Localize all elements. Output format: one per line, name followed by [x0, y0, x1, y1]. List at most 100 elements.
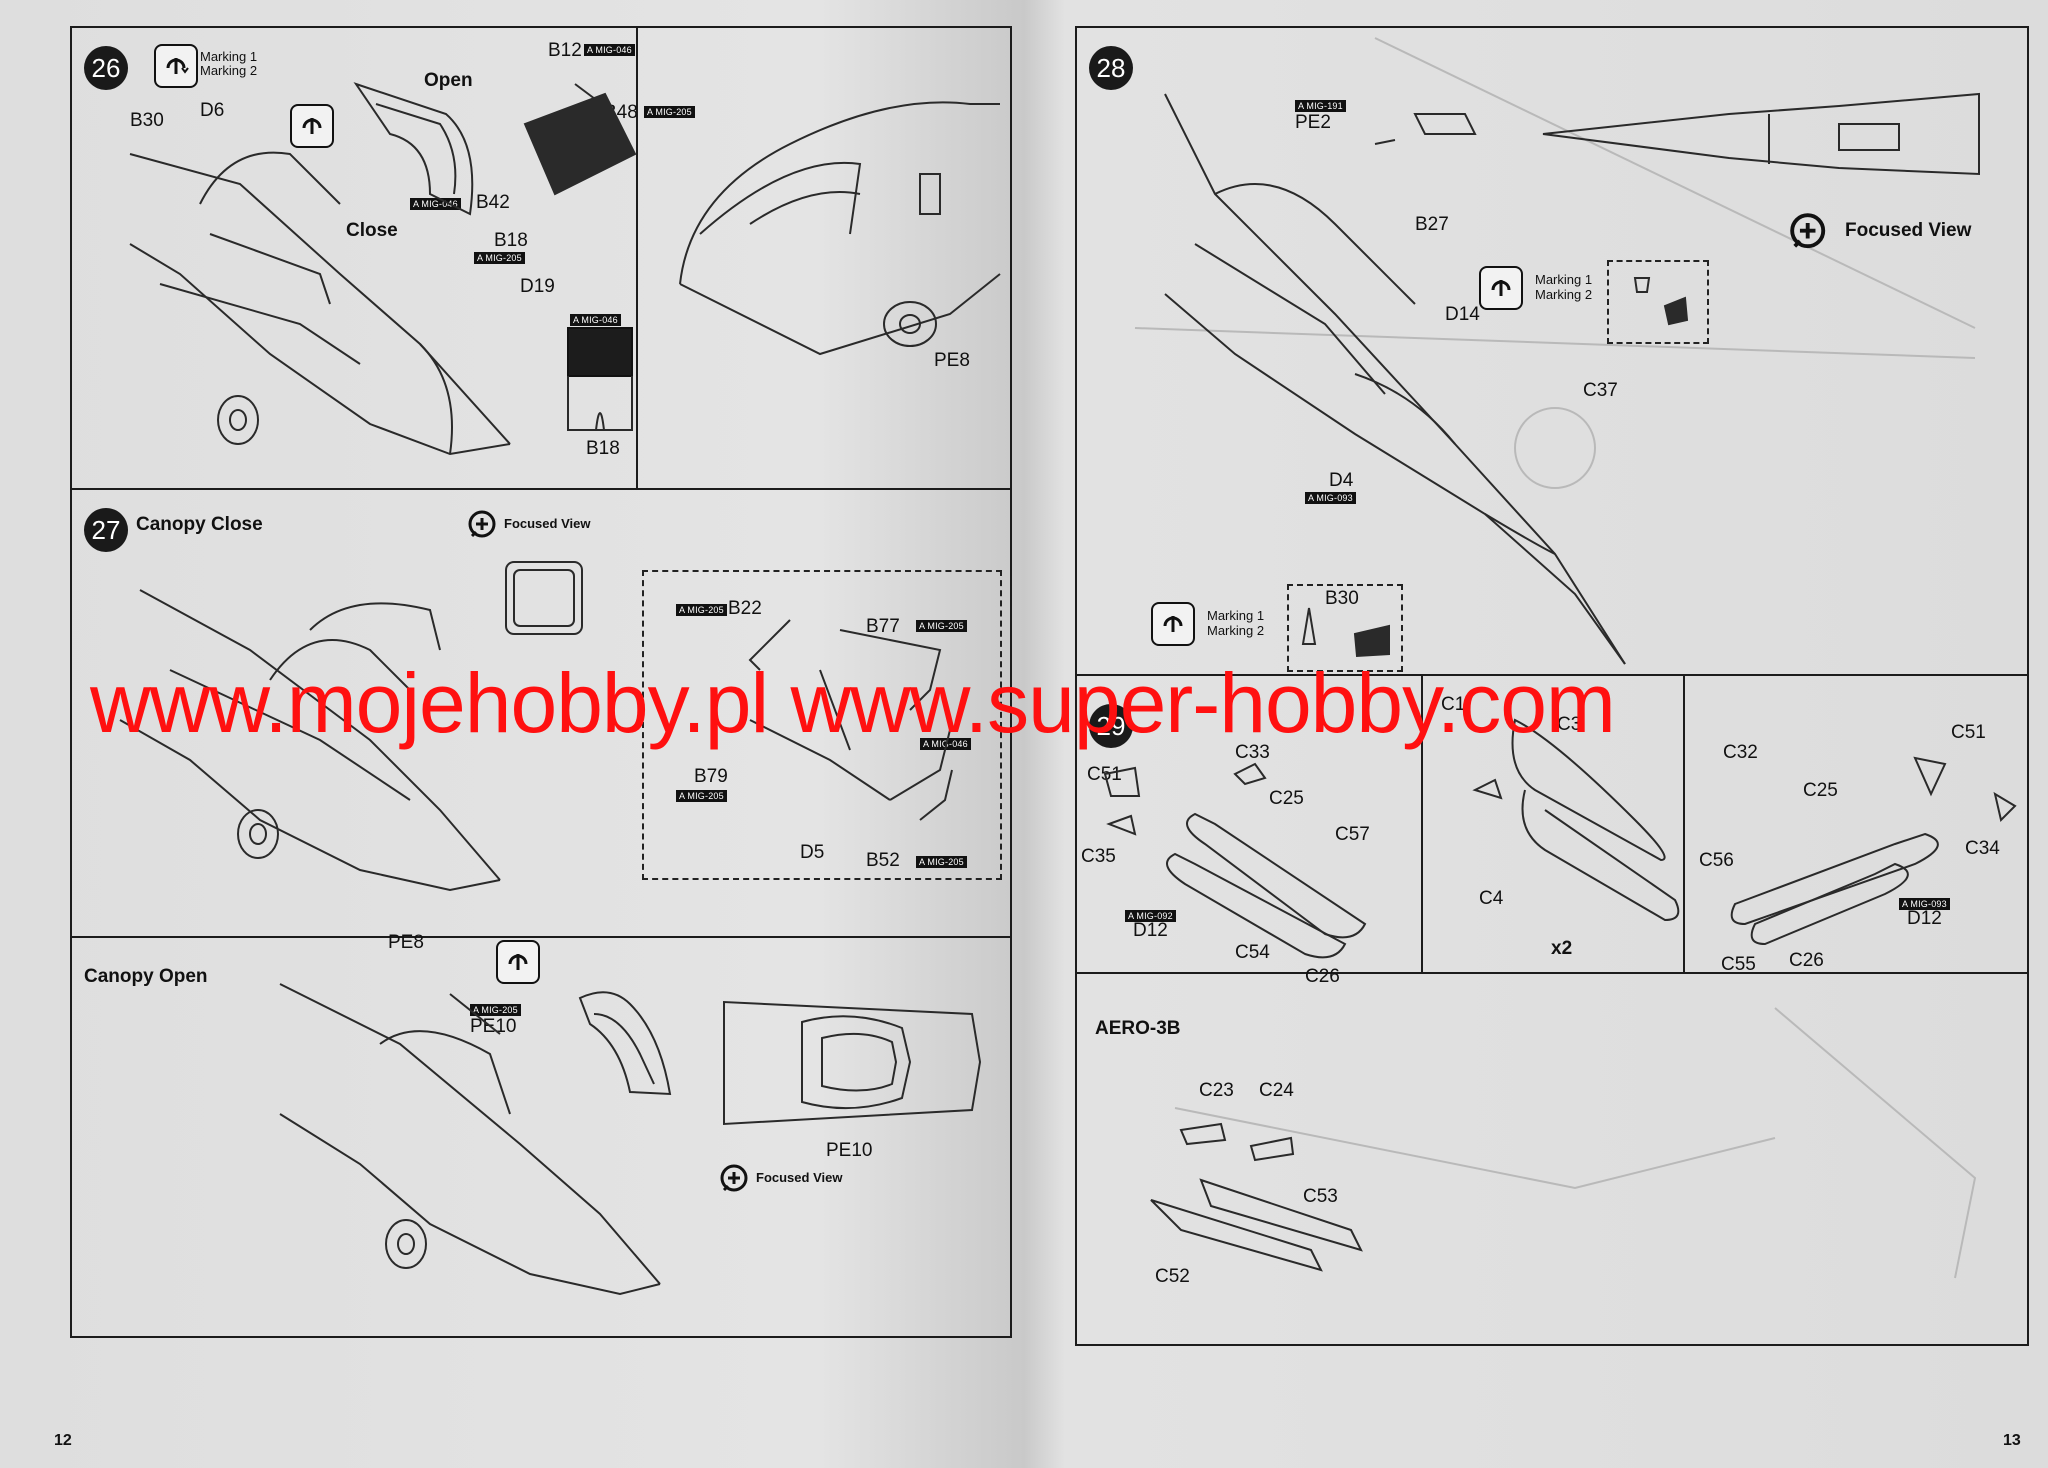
part-label: C54 [1235, 942, 1270, 963]
aero-rail-drawing [1150, 1122, 1363, 1272]
part-label: C34 [1965, 838, 2000, 859]
pitot-detail-drawing [1301, 607, 1390, 658]
part-label: B52 [866, 850, 900, 871]
part-label: D12 [1907, 908, 1942, 929]
part-label: C24 [1259, 1080, 1294, 1101]
magnifier-icon [1790, 213, 1826, 249]
step-number: 29 [1089, 704, 1133, 748]
marking-legend: Marking 1 Marking 2 [1207, 608, 1264, 638]
step-number: 28 [1089, 46, 1133, 90]
paint-tag: A MIG-205 [916, 620, 967, 632]
marking-1-label: Marking 1 [200, 49, 258, 64]
inset-part-label: B18 [586, 438, 620, 459]
part-label: D6 [200, 100, 225, 121]
magnifier-icon [720, 1164, 748, 1192]
divider [1683, 674, 1685, 974]
section-title: AERO-3B [1095, 1018, 1181, 1039]
drop-tank-drawing [1472, 718, 1680, 922]
divider [1075, 972, 2027, 974]
part-label: C57 [1335, 824, 1370, 845]
divider [1075, 674, 2027, 676]
marking-detail-box [1607, 260, 1709, 344]
fuselage-closeup-drawing [679, 101, 1001, 356]
background-ghost-drawing [1134, 37, 1977, 1279]
cockpit-top-view-drawing [723, 1000, 982, 1126]
paint-tag: A MIG-093 [1305, 492, 1356, 504]
quantity-label: x2 [1551, 938, 1573, 959]
left-page: 26 Marking 1 Marking 2 B30 D6 Open Close… [10, 14, 1020, 1454]
paint-tag: A MIG-205 [916, 856, 967, 868]
part-label: C55 [1721, 954, 1756, 975]
part-label: B18 [494, 230, 528, 251]
paint-tag: A MIG-191 [1295, 100, 1346, 112]
focused-view-label: Focused View [504, 516, 591, 531]
part-label: B30 [1325, 588, 1359, 609]
part-label: D4 [1329, 470, 1354, 491]
part-label: C26 [1305, 966, 1340, 987]
marking-detail-box [1287, 584, 1403, 672]
marking-2-label: Marking 2 [1535, 287, 1593, 302]
paint-tag: A MIG-205 [474, 252, 525, 264]
part-label: D12 [1133, 920, 1168, 941]
marking-2-label: Marking 2 [200, 63, 258, 78]
part-label: C37 [1583, 380, 1618, 401]
focused-view-label: Focused View [756, 1170, 843, 1185]
fuselage-nose-probe-drawing [1164, 93, 1626, 665]
step-number: 27 [84, 508, 128, 552]
part-label: C23 [1199, 1080, 1234, 1101]
marking-2-label: Marking 2 [1207, 623, 1265, 638]
divider [70, 936, 1010, 938]
marking-legend: Marking 1 Marking 2 [1535, 272, 1592, 302]
fuselage-nose-drawing [129, 151, 511, 456]
part-label: B27 [1415, 214, 1449, 235]
focused-view-badge [466, 508, 500, 547]
focused-view-badge [1787, 210, 1831, 259]
marking-rotate-icon [154, 44, 198, 88]
paint-tag: A MIG-046 [410, 198, 461, 210]
focused-view-badge [718, 1162, 752, 1201]
part-label: PE2 [1295, 112, 1331, 133]
part-label: C56 [1699, 850, 1734, 871]
part-label: B79 [694, 766, 728, 787]
right-page-frame [1075, 26, 2029, 1346]
paint-tag: A MIG-205 [676, 790, 727, 802]
paint-tag: A MIG-092 [1125, 910, 1176, 922]
divider [70, 488, 1010, 490]
divider [1421, 674, 1423, 974]
part-label: PE8 [388, 932, 424, 953]
part-label: B22 [728, 598, 762, 619]
marking-rotate-icon [496, 940, 540, 984]
instrument-panel-drawing [523, 83, 637, 196]
part-label: C25 [1269, 788, 1304, 809]
b18-inset-drawing [567, 327, 633, 431]
marking-legend: Marking 1 Marking 2 [200, 50, 257, 78]
part-label: D14 [1445, 304, 1480, 325]
pe-part-drawing [1374, 113, 1477, 145]
marking-rotate-icon [1151, 602, 1195, 646]
part-label: B12 [548, 40, 582, 61]
part-label: C1 [1441, 694, 1466, 715]
pylon-left-drawing [1103, 762, 1367, 959]
focused-detail-box [642, 570, 1002, 880]
part-label: C32 [1723, 742, 1758, 763]
focused-view-label: Focused View [1845, 220, 1972, 241]
watermark-text: www.mojehobby.pl www.super-hobby.com [90, 656, 1616, 750]
pylon-right-drawing [1730, 756, 2017, 946]
canopy-rails-drawing [748, 619, 953, 821]
canopy-open-drawing [353, 82, 474, 216]
close-label: Close [346, 220, 398, 241]
marking-1-label: Marking 1 [1535, 272, 1593, 287]
page-number: 12 [54, 1432, 72, 1449]
step-number: 26 [84, 46, 128, 90]
part-label: C4 [1479, 888, 1504, 909]
open-label: Open [424, 70, 473, 91]
part-label: B77 [866, 616, 900, 637]
part-label: PE8 [934, 350, 970, 371]
part-label: D5 [800, 842, 825, 863]
right-page: 28 A MIG-191 PE2 B27 D14 C37 D4 A MIG-09… [1055, 14, 2040, 1454]
marking-rotate-icon [290, 104, 334, 148]
paint-tag: A MIG-205 [644, 106, 695, 118]
canopy-frame-closeup [505, 561, 583, 635]
paint-tag: A MIG-046 [570, 314, 621, 326]
